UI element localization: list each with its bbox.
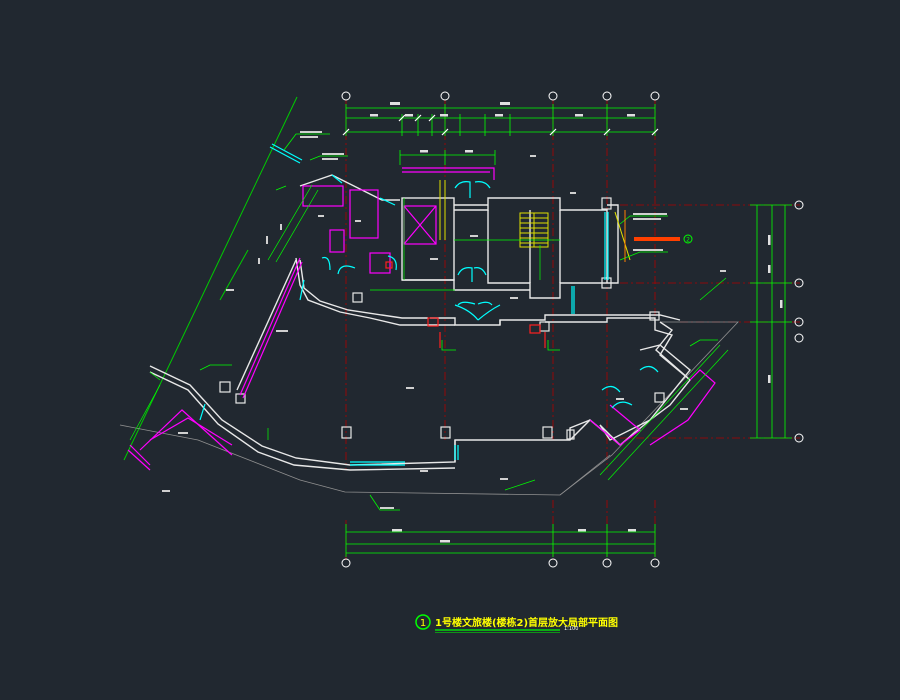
bottom-grid-bubbles xyxy=(341,558,660,568)
top-grid-bubbles xyxy=(341,91,660,101)
drawing-number: 1 xyxy=(420,618,426,629)
annotation-marks xyxy=(162,131,726,509)
bottom-dimension-text xyxy=(392,529,636,543)
interior-dimensions xyxy=(129,184,729,491)
drawing-scale: 1:100 xyxy=(564,626,578,632)
section-callouts xyxy=(385,261,546,348)
right-dimension-chain xyxy=(750,204,792,439)
stair xyxy=(439,180,631,261)
bottom-dimension-chain xyxy=(345,524,656,557)
doors-glazing xyxy=(199,143,659,466)
magenta-elements xyxy=(127,167,716,471)
drawing-number-bubble xyxy=(415,614,431,630)
detail-marker: 2 xyxy=(683,234,693,244)
building-walls xyxy=(149,174,691,471)
top-dimension-chain xyxy=(345,104,656,165)
title-block: 1 1号楼文旅楼(楼栋2)首层放大局部平面图 1:100 xyxy=(415,614,618,633)
detail-marker-label: 2 xyxy=(686,237,690,244)
site-outline xyxy=(119,321,739,496)
right-grid-bubbles xyxy=(794,200,804,443)
right-dimension-text xyxy=(768,235,783,383)
leader-lines xyxy=(199,133,718,511)
site-boundary-lines xyxy=(123,96,298,461)
drawing-title: 1号楼文旅楼(楼栋2)首层放大局部平面图 xyxy=(435,616,618,629)
axis-grid-lines xyxy=(345,100,800,560)
top-dimension-text xyxy=(370,102,635,153)
orange-beam xyxy=(624,210,680,262)
top-dimension-ticks xyxy=(342,114,659,136)
